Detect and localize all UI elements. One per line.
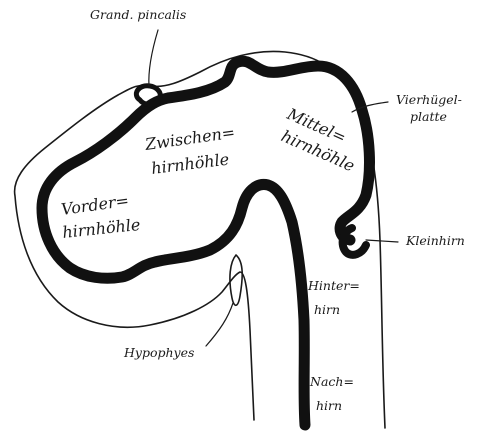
label-vorder-line2: hirnhöhle: [61, 215, 141, 242]
label-nach-line2: hirn: [316, 398, 342, 413]
label-nach-line1: Nach=: [309, 374, 354, 389]
label-zwischen-line2: hirnhöhle: [150, 150, 230, 178]
hypophyes-leader: [206, 303, 233, 346]
label-hinter-line1: Hinter=: [307, 278, 360, 293]
label-vierhuegel-line1: Vierhügel-: [396, 92, 462, 107]
label-grand-pincalis: Grand. pincalis: [90, 7, 186, 22]
label-vorder-line1: Vorder=: [60, 191, 130, 219]
label-kleinhirn: Kleinhirn: [405, 233, 465, 248]
kleinhirn-leader: [366, 240, 398, 242]
ventricle-wall: [42, 61, 369, 425]
label-vierhuegel-line2: platte: [410, 109, 447, 124]
label-hypophyes: Hypophyes: [123, 345, 194, 360]
pineal-stalk: [149, 30, 158, 86]
label-hinter-line2: hirn: [314, 302, 340, 317]
